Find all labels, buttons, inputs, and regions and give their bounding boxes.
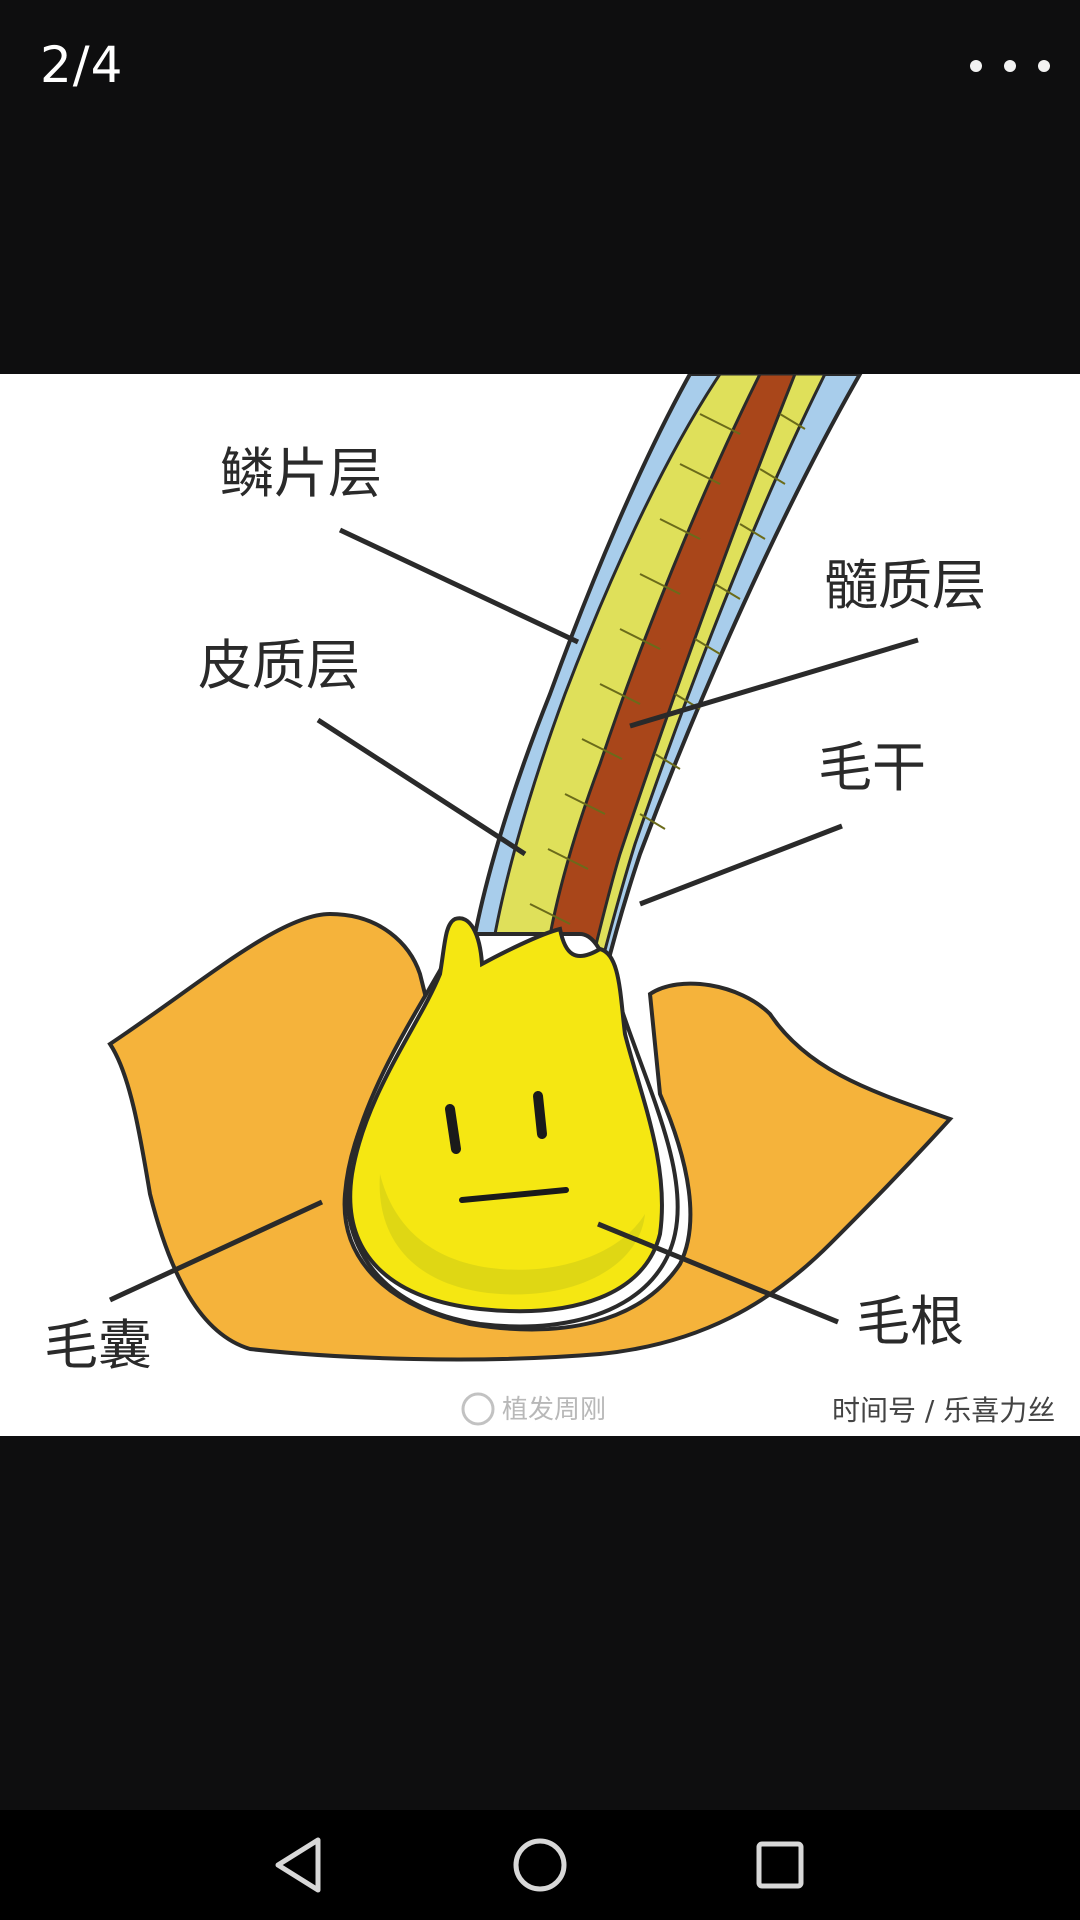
image-viewer: 2/4 bbox=[0, 0, 1080, 1436]
recent-apps-button[interactable] bbox=[747, 1832, 813, 1898]
home-button[interactable] bbox=[507, 1832, 573, 1898]
label-cuticle: 鳞片层 bbox=[220, 442, 382, 505]
back-button[interactable] bbox=[266, 1832, 332, 1898]
label-medulla: 髓质层 bbox=[824, 554, 986, 617]
more-dot bbox=[1038, 60, 1050, 72]
weibo-icon bbox=[461, 1392, 495, 1426]
label-follicle: 毛囊 bbox=[44, 1314, 152, 1377]
cortex-stripes bbox=[529, 413, 806, 925]
bulb-eye-right bbox=[533, 1091, 547, 1139]
watermark-text: 植发周刚 bbox=[502, 1395, 606, 1425]
system-nav-bar bbox=[0, 1810, 1080, 1920]
bulb-eye-left bbox=[445, 1104, 461, 1154]
recent-square-icon bbox=[756, 1841, 804, 1889]
home-circle-icon bbox=[513, 1838, 567, 1892]
bulb-shading bbox=[379, 1174, 645, 1295]
hair-root-bulb bbox=[348, 916, 664, 1314]
leader-lines bbox=[108, 527, 919, 1325]
page-counter: 2/4 bbox=[40, 36, 124, 94]
hair-structure-image[interactable]: 鳞片层 髓质层 皮质层 毛干 毛囊 毛根 植发周刚 时间号 / 乐喜力丝 bbox=[0, 374, 1080, 1436]
top-bar: 2/4 bbox=[0, 0, 1080, 140]
hair-diagram: 鳞片层 髓质层 皮质层 毛干 毛囊 毛根 植发周刚 时间号 / 乐喜力丝 bbox=[44, 374, 1055, 1427]
image-credit: 时间号 / 乐喜力丝 bbox=[832, 1394, 1055, 1427]
more-horizontal-icon bbox=[970, 60, 982, 72]
label-shaft: 毛干 bbox=[818, 736, 926, 799]
more-dot bbox=[1004, 60, 1016, 72]
weibo-watermark: 植发周刚 bbox=[461, 1392, 606, 1426]
more-options-button[interactable] bbox=[970, 36, 1050, 96]
back-triangle-icon bbox=[275, 1837, 321, 1893]
bulb-mouth bbox=[459, 1187, 569, 1203]
label-root: 毛根 bbox=[856, 1290, 964, 1353]
label-cortex: 皮质层 bbox=[198, 634, 360, 697]
